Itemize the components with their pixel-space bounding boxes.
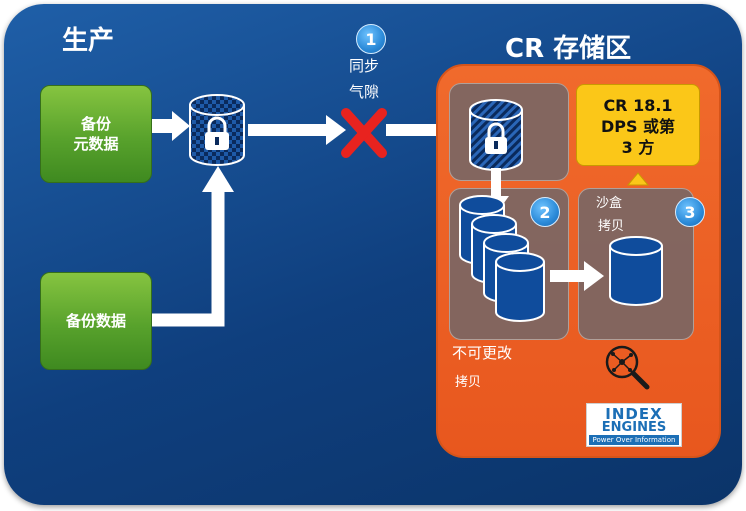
backup-metadata-line1: 备份	[80, 115, 111, 133]
target-lock-icon	[485, 122, 507, 154]
sandbox-cylinder	[609, 236, 663, 306]
sync-gap-line2: 气隙	[349, 83, 380, 101]
immutable-line1: 不可更改	[452, 344, 513, 362]
logo-line1: INDEX	[605, 405, 663, 423]
dps-pointer	[626, 172, 650, 186]
dps-line1: CR 18.1	[603, 96, 673, 115]
sandbox-copy-panel	[578, 188, 694, 340]
badge-1: 1	[356, 24, 386, 54]
dps-box: CR 18.1 DPS 或第 3 方	[576, 84, 700, 166]
badge-3: 3	[675, 197, 705, 227]
dps-line2: DPS 或第	[600, 117, 676, 136]
badge-2: 2	[530, 197, 560, 227]
storage-title: CR 存储区	[505, 34, 632, 64]
magnifier-icon	[605, 345, 650, 390]
immutable-cylinder-4	[495, 252, 545, 322]
logo-line2: ENGINES	[601, 420, 667, 435]
arrow-metadata-to-vault	[152, 111, 190, 141]
arrow-vault-to-gap	[248, 115, 346, 145]
logo-tagline: Power Over Information	[589, 435, 679, 445]
production-title: 生产	[62, 26, 115, 56]
air-gap-cross-icon	[341, 108, 387, 158]
backup-metadata-box: 备份 元数据	[40, 85, 152, 183]
dps-line3: 3 方	[621, 138, 655, 157]
sync-gap-line1: 同步	[349, 57, 380, 75]
target-vault-cylinder	[469, 99, 523, 171]
backup-metadata-line2: 元数据	[73, 135, 119, 153]
backup-data-label: 备份数据	[65, 312, 126, 330]
arrow-immutable-to-sandbox	[550, 261, 604, 291]
index-engines-logo: INDEX ENGINES Power Over Information	[586, 403, 682, 447]
lock-icon	[205, 116, 229, 150]
backup-data-box: 备份数据	[40, 272, 152, 370]
sandbox-line2: 拷贝	[598, 219, 625, 234]
immutable-line2: 拷贝	[455, 375, 482, 390]
sandbox-line1: 沙盒	[596, 196, 623, 211]
arrow-data-to-vault	[152, 166, 234, 327]
